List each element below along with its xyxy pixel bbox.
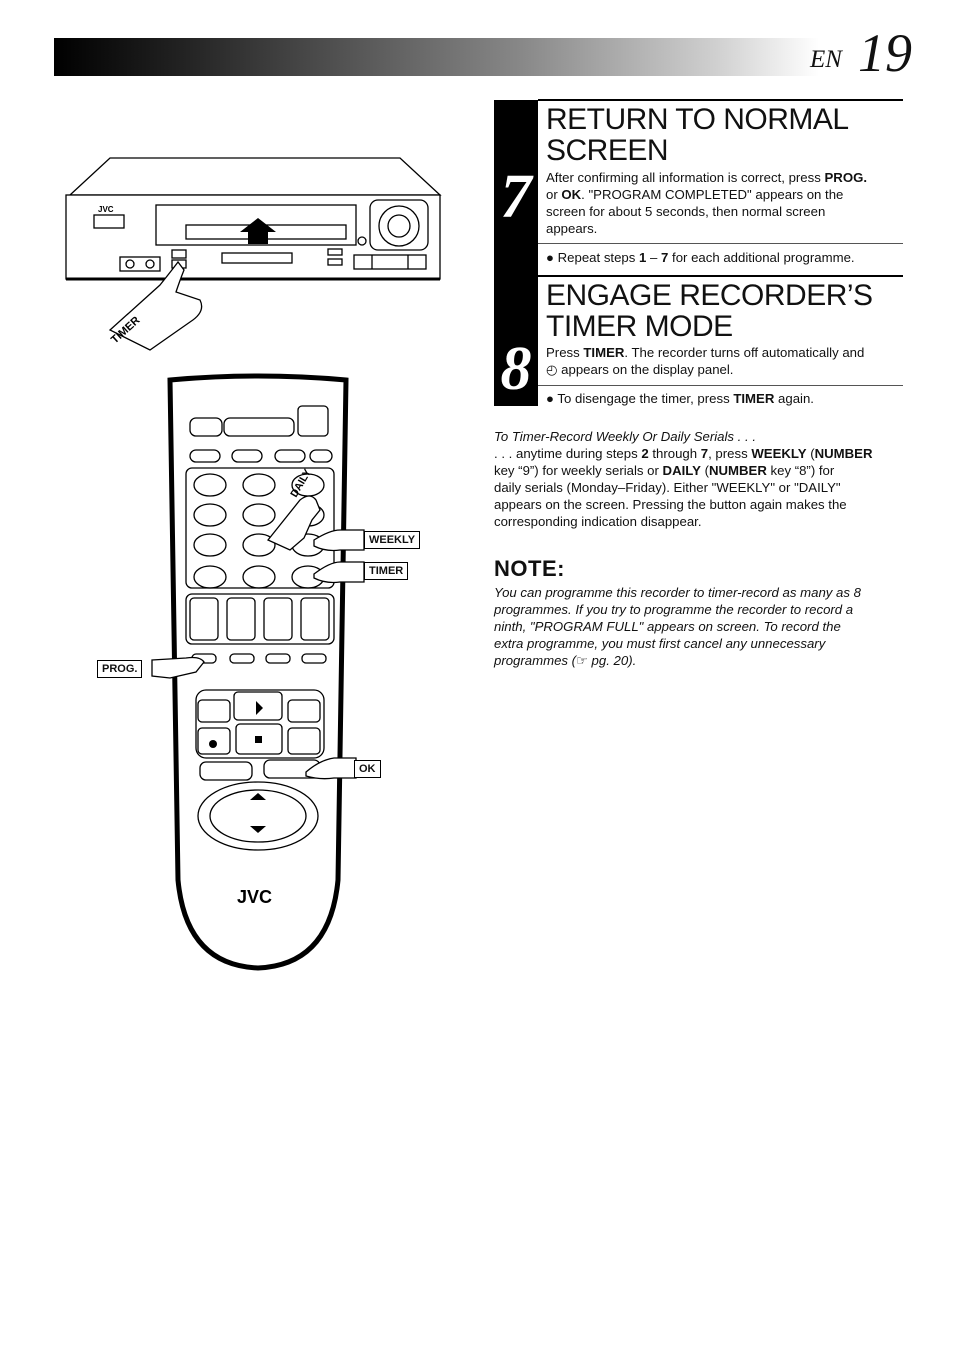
text: ◴ appears on the display panel.: [546, 362, 734, 377]
text: extra programme, you must first cancel a…: [494, 636, 826, 651]
step-7-top-rule: [538, 99, 903, 101]
text: 1: [639, 250, 647, 265]
text: ● Repeat steps: [546, 250, 640, 265]
text: corresponding indication disappear.: [494, 514, 702, 529]
hand-pointer-icon: [108, 260, 203, 351]
step-7-bullet: ● Repeat steps 1 – 7 for each additional…: [546, 249, 901, 266]
text: key “8”) for: [766, 463, 835, 478]
text: for each additional programme.: [668, 250, 855, 265]
step-8-body: Press TIMER. The recorder turns off auto…: [546, 344, 901, 378]
text: , press: [708, 446, 752, 461]
text: After confirming all information is corr…: [546, 170, 825, 185]
key-prog: PROG.: [824, 170, 868, 185]
step-8-title: ENGAGE RECORDER’S TIMER MODE: [546, 280, 873, 342]
text: programmes. If you try to programme the …: [494, 602, 854, 617]
text: or: [546, 187, 562, 202]
page-number: 19: [858, 23, 912, 83]
text: 2: [641, 446, 649, 461]
key-timer: TIMER: [733, 391, 775, 406]
text: again.: [774, 391, 814, 406]
text: (: [806, 446, 815, 461]
step-7-title-line2: SCREEN: [546, 134, 669, 167]
step-8-marker: 8: [494, 276, 538, 406]
step-8-top-rule: [538, 275, 903, 277]
callout-ok: OK: [354, 760, 381, 778]
key-ok: OK: [561, 187, 582, 202]
text: . "PROGRAM COMPLETED" appears on the: [581, 187, 844, 202]
remote-brand: JVC: [237, 887, 272, 907]
text: Press: [546, 345, 584, 360]
weekly-intro: To Timer-Record Weekly Or Daily Serials …: [494, 429, 756, 444]
text: NUMBER: [708, 463, 767, 478]
text: WEEKLY: [751, 446, 807, 461]
note-heading: NOTE:: [494, 556, 565, 581]
text: . . . anytime during steps: [494, 446, 642, 461]
step-8-bullet: ● To disengage the timer, press TIMER ag…: [546, 390, 901, 407]
text: appears.: [546, 221, 598, 236]
hand-pointer-icon: [305, 757, 357, 780]
text: through: [648, 446, 701, 461]
hand-pointer-icon: [151, 656, 205, 679]
hand-pointer-icon: [313, 529, 365, 552]
step-8-title-line2: TIMER MODE: [546, 310, 733, 343]
text: appears on the screen. Pressing the butt…: [494, 497, 847, 512]
header-bar: [54, 38, 904, 76]
key-timer: TIMER: [583, 345, 625, 360]
text: (: [700, 463, 709, 478]
hand-pointer-icon: [266, 495, 321, 551]
text: ninth, "PROGRAM FULL" appears on screen.…: [494, 619, 841, 634]
record-icon: [209, 740, 217, 748]
weekly-daily-section: To Timer-Record Weekly Or Daily Serials …: [494, 428, 902, 530]
text: . The recorder turns off automatically a…: [624, 345, 865, 360]
callout-timer: TIMER: [364, 562, 409, 580]
step-7-marker: 7: [494, 100, 538, 276]
text: DAILY: [662, 463, 701, 478]
step-7-body: After confirming all information is corr…: [546, 169, 901, 237]
up-icon: [250, 793, 266, 800]
note-body: You can programme this recorder to timer…: [494, 584, 902, 669]
stop-icon: [255, 736, 262, 743]
hand-pointer-icon: [313, 561, 365, 584]
vcr-brand: JVC: [98, 205, 114, 214]
arrow-up-icon: [240, 218, 276, 244]
step-7-title-line1: RETURN TO NORMAL: [546, 103, 849, 136]
step-7-number: 7: [500, 163, 532, 231]
vcr-illustration: [65, 157, 442, 281]
play-icon: [256, 701, 263, 715]
text: ● To disengage the timer, press: [546, 391, 734, 406]
callout-prog: PROG.: [97, 660, 143, 678]
callout-weekly: WEEKLY: [364, 531, 421, 549]
text: –: [646, 250, 662, 265]
text: You can programme this recorder to timer…: [494, 585, 861, 600]
step-8-divider: [538, 385, 903, 386]
text: daily serials (Monday–Friday). Either "W…: [494, 480, 841, 495]
text: key “9”) for weekly serials or: [494, 463, 663, 478]
step-8-number: 8: [500, 335, 532, 403]
step-8-title-line1: ENGAGE RECORDER’S: [546, 279, 873, 312]
language-label: EN: [810, 46, 842, 73]
step-7-divider: [538, 243, 903, 244]
text: 7: [661, 250, 669, 265]
text: programmes (☞ pg. 20).: [494, 653, 637, 668]
text: NUMBER: [814, 446, 873, 461]
step-7-title: RETURN TO NORMAL SCREEN: [546, 104, 849, 166]
text: 7: [700, 446, 709, 461]
down-icon: [250, 826, 266, 833]
text: screen for about 5 seconds, then normal …: [546, 204, 826, 219]
